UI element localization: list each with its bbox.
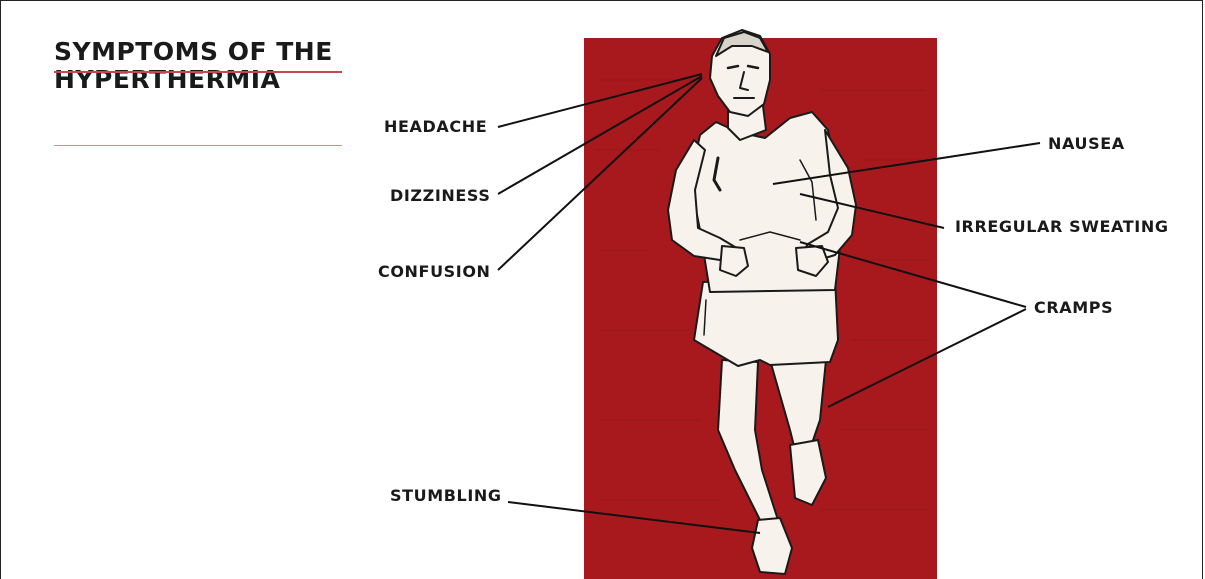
label-cramps: CRAMPS [1034, 298, 1113, 318]
label-dizziness: DIZZINESS [390, 186, 490, 206]
label-nausea: NAUSEA [1048, 134, 1125, 154]
label-headache: HEADACHE [384, 117, 487, 137]
label-stumbling: STUMBLING [390, 486, 502, 506]
label-irregular-sweating: IRREGULAR SWEATING [955, 217, 1169, 237]
label-confusion: CONFUSION [378, 262, 491, 282]
